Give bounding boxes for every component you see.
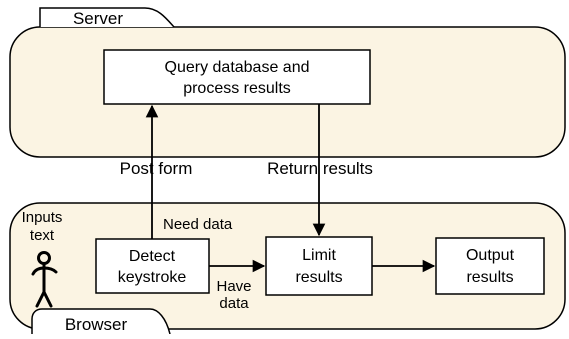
return-results-label: Return results: [267, 159, 373, 178]
server-label: Server: [73, 9, 123, 28]
browser-tab-shape: [31, 308, 171, 335]
limit-results-box: Limit results: [265, 236, 373, 296]
output-results-box: Output results: [435, 237, 545, 295]
have-data-label-line1: Have: [216, 278, 251, 295]
detect-keystroke-box-shape: [95, 238, 210, 294]
limit-results-line1: Limit: [302, 247, 336, 264]
output-results-box-shape: [435, 237, 545, 295]
stick-figure-leg-left: [35, 290, 46, 308]
detect-keystroke-line1: Detect: [129, 248, 176, 265]
detect-keystroke-line2: keystroke: [118, 269, 187, 286]
query-process-box: Query database and process results: [103, 49, 371, 105]
query-process-box-shape: [103, 49, 371, 105]
server-tab-shape: [39, 7, 175, 28]
limit-results-box-shape: [265, 236, 373, 296]
output-results-line2: results: [466, 269, 513, 286]
browser-label: Browser: [65, 315, 128, 334]
need-data-label: Need data: [163, 216, 233, 233]
user-label-line2: text: [30, 227, 55, 244]
stick-figure-icon: [31, 251, 58, 308]
limit-results-line2: results: [295, 269, 342, 286]
query-process-line1: Query database and: [165, 59, 310, 76]
query-process-line2: process results: [183, 80, 291, 97]
post-form-label: Post form: [120, 159, 193, 178]
have-data-label-line2: data: [219, 295, 249, 312]
user-label-line1: Inputs: [22, 209, 63, 226]
server-region: Server Query database and process result…: [9, 7, 566, 158]
stick-figure-head: [37, 251, 51, 265]
browser-region: Browser Inputs text Detect keystroke Lim…: [9, 202, 566, 335]
detect-keystroke-box: Detect keystroke: [95, 238, 210, 294]
output-results-line1: Output: [466, 247, 515, 264]
stick-figure-leg-right: [42, 290, 53, 308]
